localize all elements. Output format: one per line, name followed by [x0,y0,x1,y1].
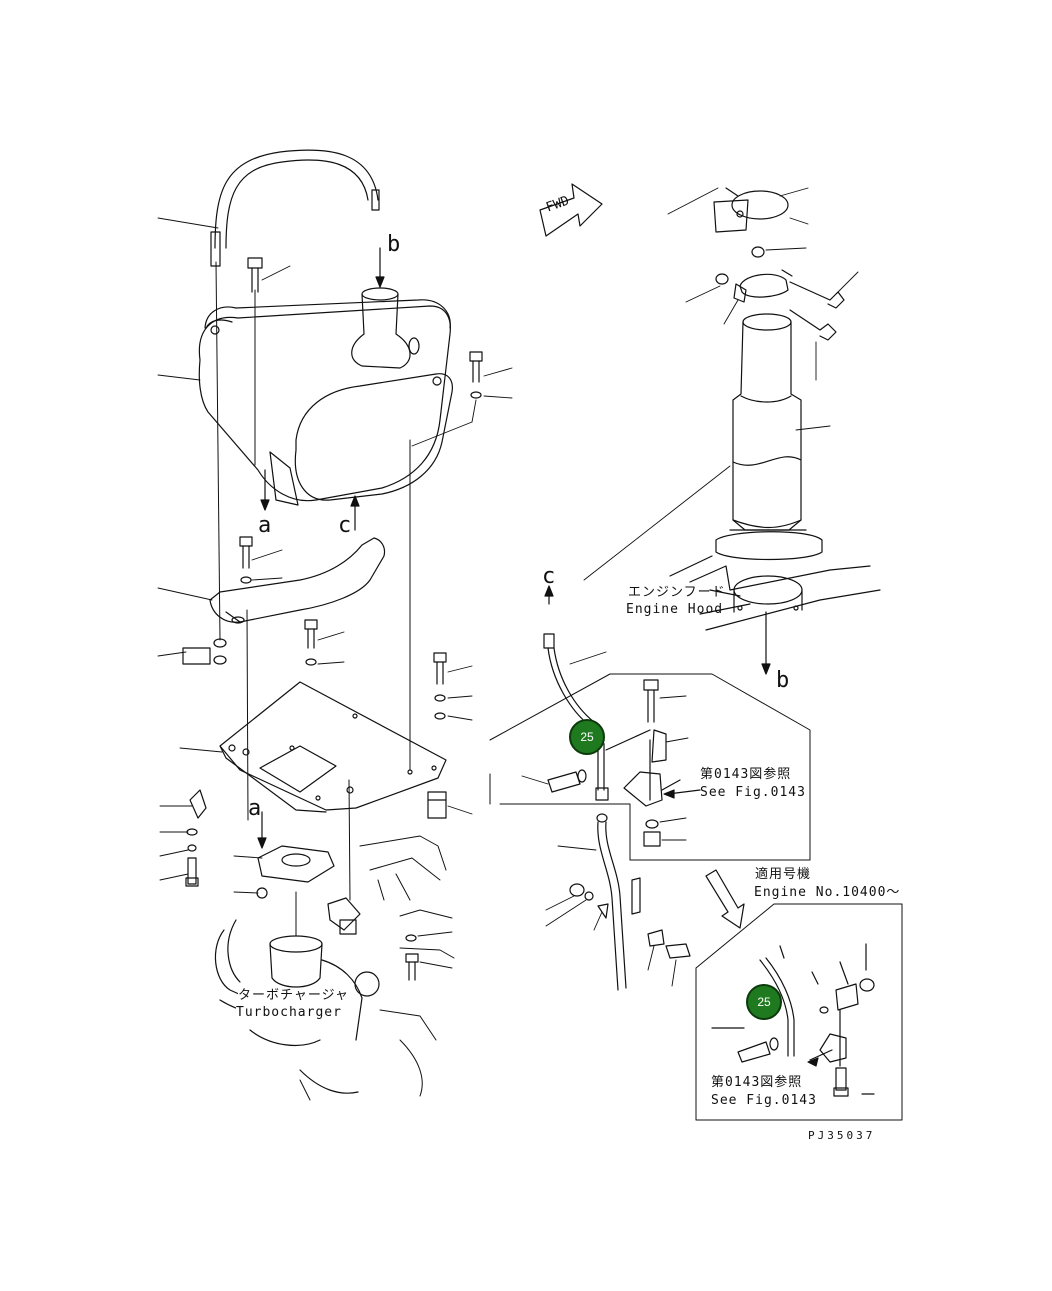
bolt-plate-center [304,619,318,666]
exhaust-stack-pipe [732,313,802,531]
view-arrow-b-upper [375,247,385,288]
part-callout-25-upper[interactable]: 25 [569,719,605,755]
muffler-strap [210,149,380,267]
bolt-bracket [239,536,253,584]
drain-tube [543,633,609,801]
view-label-a-lower: a [248,796,262,821]
engine-hood-label-en: Engine Hood [626,602,724,617]
view-arrow-a-upper [260,469,270,511]
assembly-lines [215,261,411,937]
lower-detail-box [695,903,903,1121]
view-arrow-c-lower [544,585,554,605]
turbocharger-label-en: Turbocharger [236,1005,342,1020]
view-label-c-top: c [338,513,352,538]
rain-cap [713,187,789,233]
view-label-a-top: a [258,513,272,538]
bolt-upper-right [643,679,659,723]
lower-left-fasteners [185,828,199,887]
turbocharger-label-jp: ターボチャージャ [238,988,349,1003]
leader-lines-left [157,217,513,969]
drawing-id: PJ35037 [808,1129,876,1142]
stack-clamp [715,246,793,303]
view-label-b-top: b [387,232,401,257]
serial-label-jp: 適用号機 [755,867,812,882]
lower-detail-parts [711,943,875,1097]
lower-fasteners [569,883,691,959]
muffler-support-bracket [209,537,386,624]
bolt-turbo-right [405,934,419,981]
bolt-muffler-1 [247,257,263,293]
turbo-adapter-flange [256,845,335,899]
see-fig-label-1-en: See Fig.0143 [700,785,806,800]
see-fig-label-2-en: See Fig.0143 [711,1093,817,1108]
bolt-muffler-2 [469,351,483,399]
view-label-b-right: b [776,668,790,693]
view-arrow-b-lower [761,611,771,675]
muffler-outlet-pipe [351,287,420,369]
fwd-arrow [539,183,603,237]
clamp-bolts [789,281,845,341]
part-callout-25-lower[interactable]: 25 [746,984,782,1020]
muffler-base-plate [189,681,447,819]
leader-lines-right [521,187,859,987]
see-fig-label-1-jp: 第0143図参照 [700,767,792,782]
engine-hood-frame [669,555,881,631]
stack-base-flange [715,529,823,561]
tube-lower [596,813,641,991]
bolt-horizontal [547,769,587,793]
detail-box-outline [489,673,811,861]
bracket-fig0143 [605,729,681,847]
engine-block-outline [299,835,455,1101]
see-fig-label-2-jp: 第0143図参照 [711,1075,803,1090]
serial-label-en: Engine No.10400～ [754,885,901,900]
view-arrow-a-lower [257,811,267,849]
engine-hood-label-jp: エンジンフード [628,585,726,600]
view-label-c-right: c [542,564,556,589]
applicability-arrow [705,869,745,929]
leader-arrow-fig0143 [663,789,701,799]
view-arrow-c-upper [350,495,360,531]
plate-mount-block [427,791,447,819]
bolt-plate-right [433,652,447,720]
muffler-body [198,299,453,506]
nuts-left-stack [182,638,227,665]
